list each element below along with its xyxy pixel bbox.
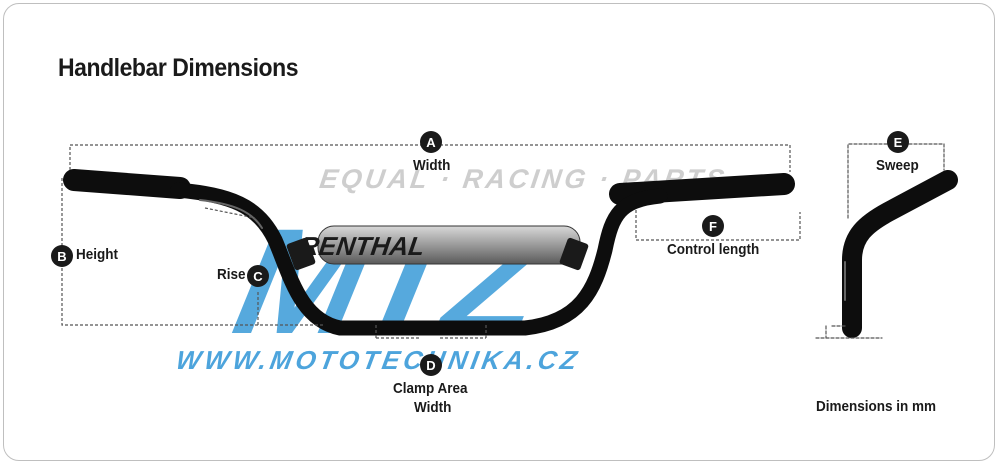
watermark-url: WWW.MOTOTECHNIKA.CZ [174,345,580,375]
left-clamp [286,237,316,271]
svg-text:A: A [426,135,436,150]
label-control-length: Control length [667,241,760,258]
side-view-bar [842,170,958,338]
marker-e: E [887,131,909,153]
left-grip [63,169,191,199]
svg-text:C: C [253,269,263,284]
svg-text:B: B [57,249,66,264]
page-title: Handlebar Dimensions [58,54,299,82]
label-width: Width [413,157,451,174]
marker-c: C [247,265,269,287]
svg-text:F: F [709,219,717,234]
marker-b: B [51,245,73,267]
label-rise: Rise [217,266,246,283]
marker-d: D [420,354,442,376]
marker-a: A [420,131,442,153]
handlebar-front-view: RENTHAL [63,169,795,336]
handlebar-bend [170,182,668,336]
units-note: Dimensions in mm [816,398,937,415]
label-clamp-width: Width [414,399,452,416]
svg-text:D: D [426,358,435,373]
label-sweep: Sweep [876,157,919,174]
crossbar-pad-brand: RENTHAL [298,231,426,261]
marker-f: F [702,215,724,237]
right-clamp [559,237,589,271]
svg-text:E: E [894,135,903,150]
label-height: Height [76,246,119,263]
label-clamp-area: Clamp Area [393,380,468,397]
